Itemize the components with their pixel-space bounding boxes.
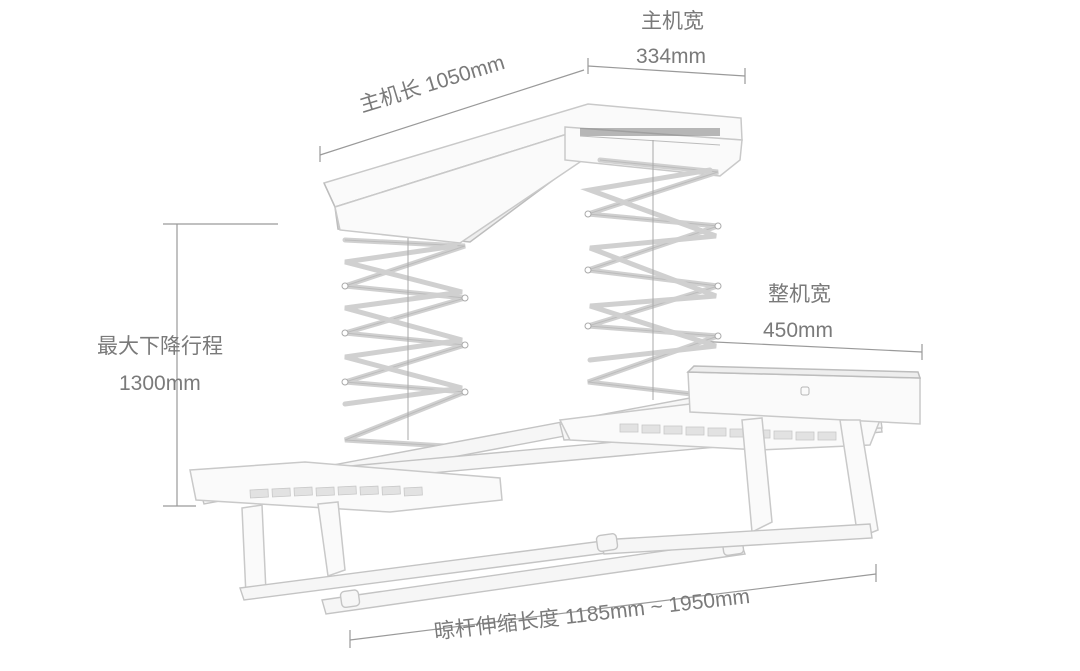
lower-rack-frame [189,365,922,513]
host-width-value: 334mm [636,45,707,68]
main-host-unit [322,103,743,244]
left-scissor-lift [341,237,469,449]
max-drop-value: 1300mm [119,372,201,395]
telescoping-rod-back [239,523,873,601]
right-hanger-arms [741,417,879,540]
host-width-title: 主机宽 [641,10,704,33]
mi-logo-icon [800,386,810,396]
whole-width-value: 450mm [763,319,834,342]
max-drop-dimension [163,223,278,507]
rod-extension-dimension [349,564,877,648]
host-width-dimension [587,58,746,84]
left-vent-grid [249,485,423,499]
max-drop-title: 最大下降行程 [97,335,223,358]
whole-width-title: 整机宽 [768,283,831,306]
left-hanger-arms [241,501,346,597]
right-scissor-lift [580,140,722,400]
whole-width-dimension [693,340,923,360]
host-length-dimension [319,69,585,162]
